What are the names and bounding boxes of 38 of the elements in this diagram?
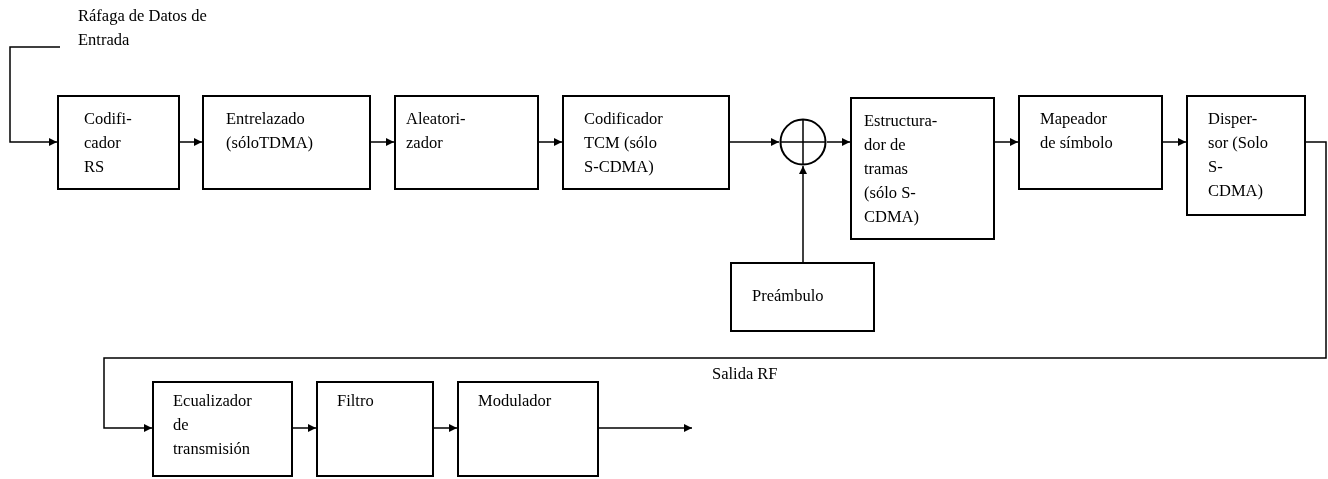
block-label: Entrelazado (sóloTDMA) [226, 108, 315, 154]
arrow [179, 138, 203, 146]
arrow [433, 424, 458, 432]
process-block [152, 381, 293, 477]
block-label: Preámbulo [752, 285, 825, 307]
arrow [598, 424, 693, 432]
arrow [370, 138, 395, 146]
process-block [394, 95, 539, 190]
block-label: Estructura- dor de tramas (sólo S- CDMA) [864, 110, 939, 228]
block-label: Codificador TCM (sólo S-CDMA) [584, 108, 664, 178]
block-label: Mapeador de símbolo [1040, 108, 1114, 154]
process-block [316, 381, 434, 477]
process-block [1186, 95, 1306, 216]
block-label: Modulador [478, 390, 553, 412]
arrow [292, 424, 317, 432]
process-block [202, 95, 371, 190]
output-label: Salida RF [712, 363, 779, 385]
block-label: Disper- sor (Solo S- CDMA) [1208, 108, 1270, 202]
block-label: Aleatori- zador [406, 108, 467, 154]
block-label: Codifi- cador RS [84, 108, 133, 178]
arrow [994, 138, 1019, 146]
summing-junction [779, 118, 827, 166]
block-label: Filtro [337, 390, 375, 412]
arrow [729, 138, 780, 146]
process-block [1018, 95, 1163, 190]
input-label: Ráfaga de Datos de Entrada [78, 5, 208, 51]
arrow [1162, 138, 1187, 146]
arrow [9, 46, 61, 146]
arrow [103, 141, 1327, 432]
arrow [538, 138, 563, 146]
process-block [562, 95, 730, 190]
arrow [799, 165, 807, 263]
process-block [730, 262, 875, 332]
block-label: Ecualizador de transmisión [173, 390, 253, 460]
process-block [457, 381, 599, 477]
process-block [57, 95, 180, 190]
process-block [850, 97, 995, 240]
arrow [826, 138, 851, 146]
